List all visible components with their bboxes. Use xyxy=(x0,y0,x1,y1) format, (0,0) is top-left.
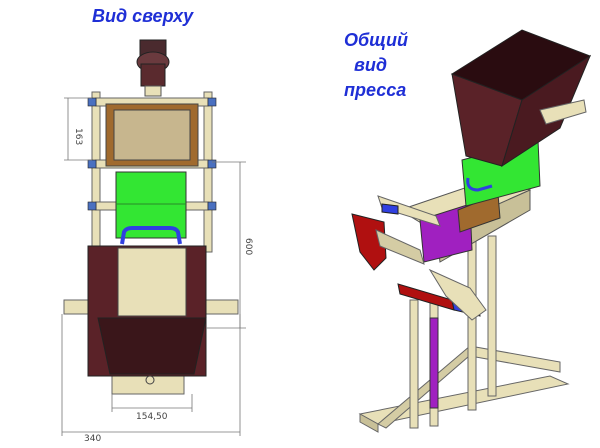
general-view-caption-line3: пресса xyxy=(344,80,407,100)
upper-tray-inner xyxy=(113,109,191,161)
lower-roller xyxy=(397,268,487,321)
handle xyxy=(120,226,182,245)
dim-height-total: 600 xyxy=(243,238,253,255)
dim-width-total: 340 xyxy=(84,434,101,444)
purple-plunger xyxy=(429,317,439,409)
lever-arm xyxy=(351,195,441,271)
hopper-3d xyxy=(450,29,592,168)
dim-width-inner: 154,50 xyxy=(136,412,168,422)
dimension-lines xyxy=(61,97,246,436)
motor xyxy=(136,39,170,97)
press-base xyxy=(358,345,570,433)
general-view-caption-line1: Общий xyxy=(344,30,408,50)
handle-3d xyxy=(466,177,493,192)
hopper-top-view xyxy=(87,245,207,385)
dim-height-upper: 163 xyxy=(73,128,83,145)
top-view-caption: Вид сверху xyxy=(92,6,194,26)
general-view-caption-line2: вид xyxy=(354,55,387,75)
